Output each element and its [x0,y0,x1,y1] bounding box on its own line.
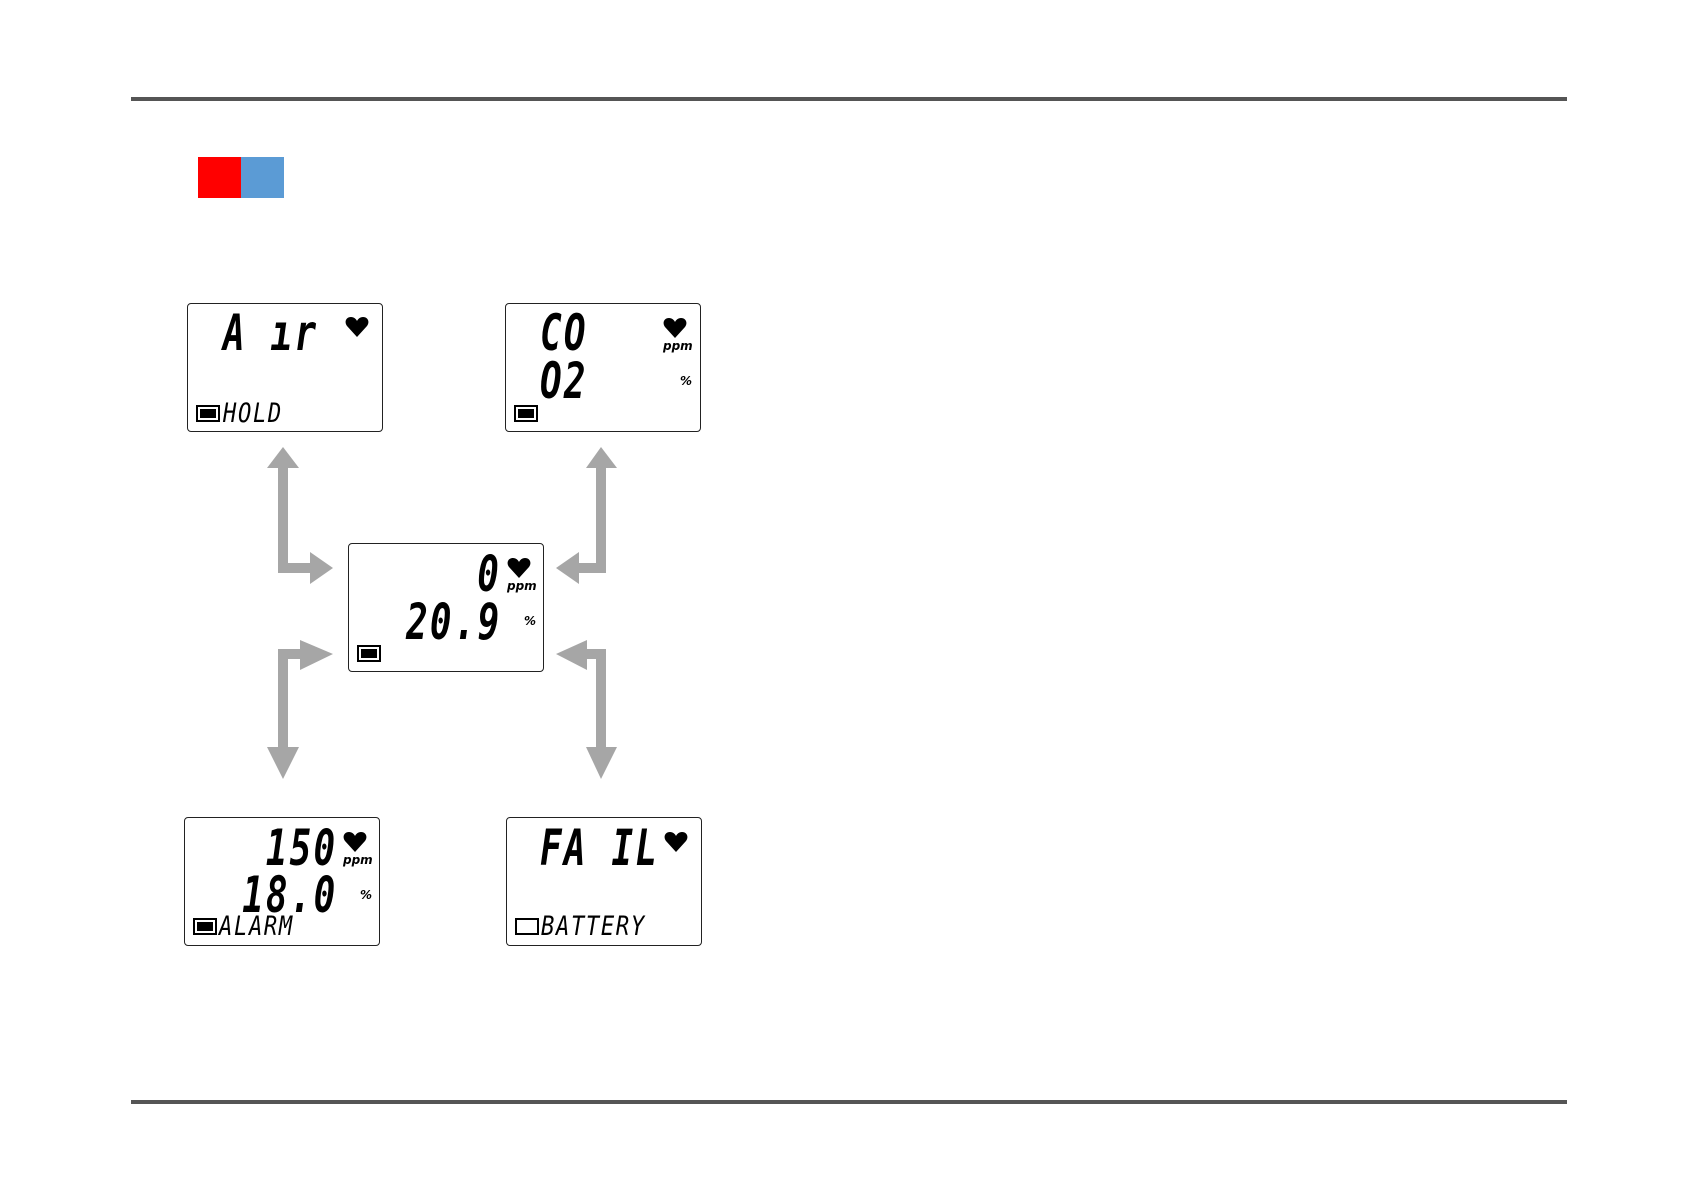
display-line1-text: CO [540,308,588,358]
arrow-shaft-right-lower [596,649,606,750]
arrow-head-down-right [586,747,617,779]
arrow-bar-right-upper [577,563,606,573]
battery-icon [196,405,220,422]
arrow-head-up-left [267,447,299,468]
lcd-display-battery-fail: FA IL BATTERY [506,817,702,946]
display-status-text: BATTERY [541,913,646,940]
heart-icon [664,831,688,853]
arrow-head-right-lower [300,640,333,670]
battery-icon [357,645,381,662]
lcd-display-gas-names: CO O2 ppm % [505,303,701,432]
arrow-head-down-left [267,747,299,779]
display-main-text: A ır [223,308,318,358]
lcd-display-air-hold: A ır HOLD [187,303,383,432]
unit-percent-label: % [524,614,536,628]
display-status-text: ALARM [219,913,294,940]
arrow-shaft-right-upper [596,466,606,573]
arrow-bar-left-upper [278,563,312,573]
display-main-text: FA IL [540,823,659,873]
display-status-text: HOLD [223,400,283,427]
heart-icon [343,831,367,853]
unit-ppm-label: ppm [663,339,693,353]
unit-ppm-label: ppm [507,579,537,593]
unit-percent-label: % [680,374,692,388]
display-o2-value: 20.9 [406,597,501,647]
display-co-value: 0 [477,549,501,599]
battery-icon [193,918,217,935]
lcd-display-normal-reading: 0 20.9 ppm % [348,543,544,672]
heart-icon [507,557,531,579]
unit-percent-label: % [360,888,372,902]
arrow-shaft-left-upper [278,466,288,568]
unit-ppm-label: ppm [343,853,373,867]
arrow-head-left-upper [556,552,579,584]
lcd-display-alarm: 150 18.0 ppm % ALARM [184,817,380,946]
arrow-head-right-upper [310,552,333,584]
bottom-divider [131,1100,1567,1104]
arrow-head-up-right [586,447,617,468]
display-line2-text: O2 [540,356,588,406]
arrow-head-left-lower [556,640,587,670]
arrow-shaft-left-lower [278,649,288,750]
battery-empty-icon [515,918,539,935]
heart-icon [663,317,687,339]
battery-icon [514,405,538,422]
heart-icon [345,316,369,338]
